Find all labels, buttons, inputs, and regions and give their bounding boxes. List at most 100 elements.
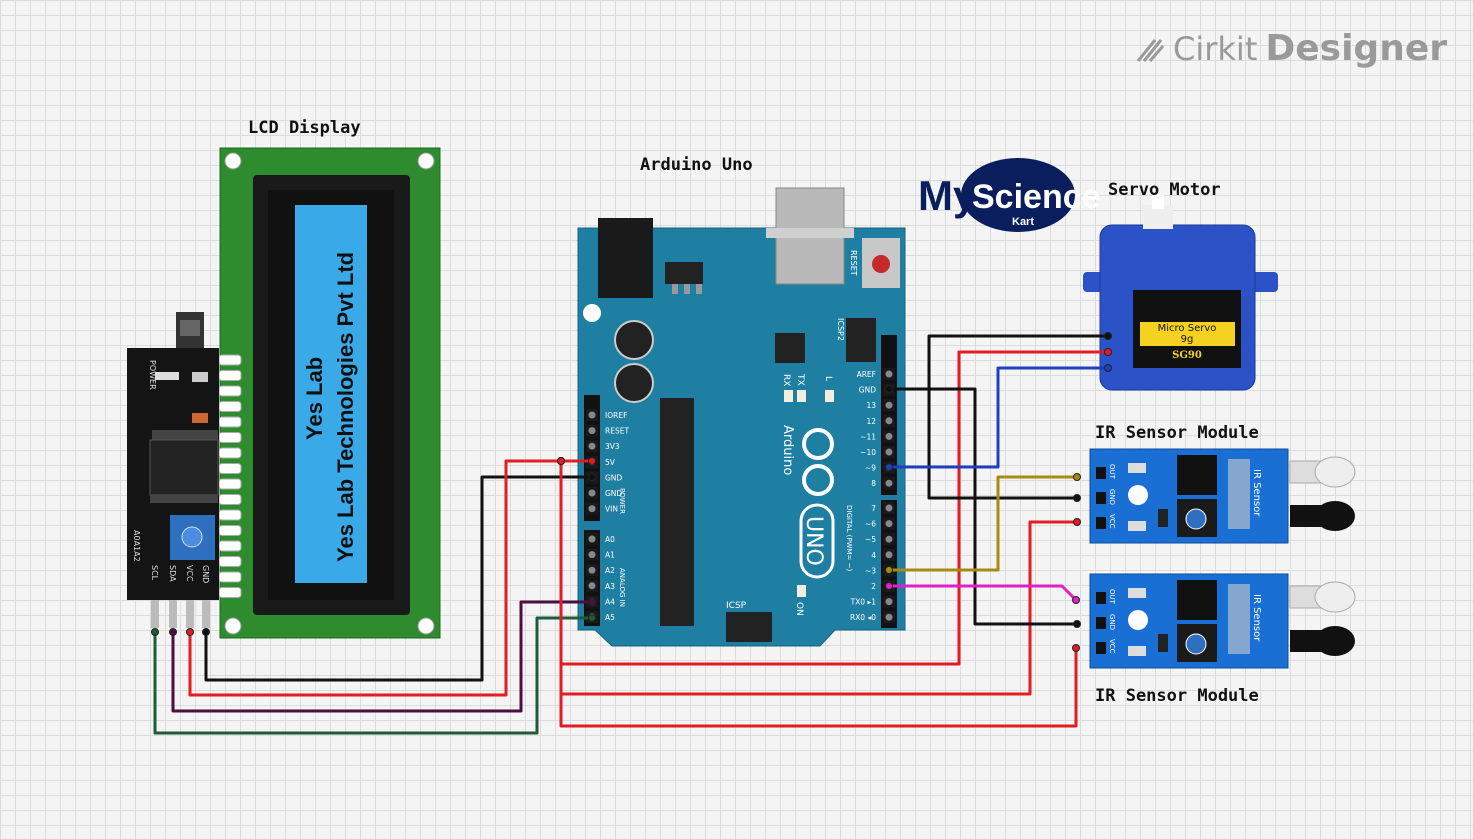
lcd-header-pin	[218, 416, 242, 428]
arduino-pin[interactable]	[885, 535, 893, 543]
lcd-screen-line2: Yes Lab Technologies Pvt Ltd	[333, 252, 358, 562]
wire-endpoint[interactable]	[588, 457, 596, 465]
lcd-display-label: LCD Display	[248, 118, 361, 138]
arduino-pin-label: A1	[605, 551, 615, 560]
arduino-pin[interactable]	[885, 448, 893, 456]
ir-pin[interactable]	[1096, 642, 1106, 654]
wire-endpoint[interactable]	[588, 614, 596, 622]
wire-endpoint[interactable]	[151, 628, 159, 636]
arduino-uno[interactable]: RESET ICSP2 ICSP RX TX L Arduino UNO ON …	[577, 187, 906, 647]
wire-endpoint[interactable]	[885, 385, 893, 393]
wire-endpoint[interactable]	[885, 566, 893, 574]
power-header-text: POWER	[618, 488, 626, 514]
icsp2-text: ICSP2	[836, 318, 845, 341]
ir-pin[interactable]	[1096, 492, 1106, 504]
arduino-pin-label: ~3	[865, 566, 876, 575]
logo-my-text: My	[918, 172, 977, 219]
arduino-pin-label: RESET	[605, 427, 629, 436]
wire-endpoint[interactable]	[1073, 494, 1081, 502]
wire-endpoint[interactable]	[1072, 596, 1080, 604]
ir-pin-label: VCC	[1108, 639, 1116, 654]
cirkit-designer-brand: Cirkit Designer	[1135, 28, 1447, 69]
arduino-pin[interactable]	[885, 551, 893, 559]
arduino-pin[interactable]	[588, 442, 596, 450]
arduino-pin[interactable]	[588, 566, 596, 574]
connection-wire[interactable]	[188, 459, 592, 697]
wire-endpoint[interactable]	[1072, 644, 1080, 652]
arduino-pin[interactable]	[588, 551, 596, 559]
arduino-pin[interactable]	[885, 520, 893, 528]
ir-pin-label: OUT	[1108, 589, 1116, 605]
wire-endpoint[interactable]	[1104, 364, 1112, 372]
arduino-pin-label: A0	[605, 535, 615, 544]
wire-endpoint[interactable]	[588, 598, 596, 606]
arduino-pin[interactable]	[588, 535, 596, 543]
reset-button	[872, 255, 890, 273]
wire-endpoint[interactable]	[202, 628, 210, 636]
arduino-pin-label: 12	[866, 417, 876, 426]
arduino-pin-label: A5	[605, 613, 615, 622]
arduino-pin[interactable]	[885, 417, 893, 425]
wire-endpoint[interactable]	[557, 457, 565, 465]
servo-label-line3: SG90	[1172, 350, 1202, 361]
lcd-header-pin	[218, 525, 242, 536]
wire-endpoint[interactable]	[186, 628, 194, 636]
ir-pin-label: GND	[1108, 489, 1116, 505]
ir-pin[interactable]	[1096, 467, 1106, 479]
lcd-header-pin	[218, 556, 242, 567]
arduino-pin-label: 2	[871, 582, 876, 591]
arduino-pin[interactable]	[885, 504, 893, 512]
wire-endpoint[interactable]	[1073, 473, 1081, 481]
wire-endpoint[interactable]	[885, 582, 893, 590]
wire-endpoint[interactable]	[1073, 620, 1081, 628]
connection-wire[interactable]	[889, 387, 1077, 626]
connection-wire[interactable]	[559, 461, 1078, 728]
ir-pin[interactable]	[1096, 617, 1106, 629]
i2c-pin[interactable]	[202, 600, 210, 628]
arduino-pin-label: ~10	[860, 448, 876, 457]
wire-endpoint[interactable]	[169, 628, 177, 636]
arduino-pin[interactable]	[588, 411, 596, 419]
wire-endpoint[interactable]	[1104, 332, 1112, 340]
i2c-pin[interactable]	[186, 600, 194, 628]
ir-pin[interactable]	[1096, 517, 1106, 529]
arduino-pin[interactable]	[588, 489, 596, 497]
arduino-pin[interactable]	[588, 582, 596, 590]
arduino-pin[interactable]	[885, 613, 893, 621]
arduino-pin[interactable]	[885, 401, 893, 409]
arduino-pin-label: ~9	[865, 464, 876, 473]
ir-pin[interactable]	[1096, 592, 1106, 604]
servo-motor[interactable]: Micro Servo 9g SG90	[1083, 195, 1278, 391]
i2c-pin-label: VCC	[185, 565, 194, 582]
i2c-pin[interactable]	[151, 600, 159, 628]
connection-wire[interactable]	[204, 475, 592, 682]
arduino-pin[interactable]	[885, 479, 893, 487]
arduino-pin[interactable]	[885, 432, 893, 440]
lcd-header-pin	[218, 463, 242, 474]
digital-header-text: DIGITAL (PWM= ~)	[845, 505, 853, 571]
wire-endpoint[interactable]	[588, 473, 596, 481]
wire-endpoint[interactable]	[1104, 348, 1112, 356]
arduino-pin[interactable]	[885, 370, 893, 378]
i2c-pin[interactable]	[169, 600, 177, 628]
on-led-text: ON	[794, 602, 804, 616]
wire-endpoint[interactable]	[1073, 518, 1081, 526]
arduino-pin[interactable]	[588, 505, 596, 513]
lcd-header-pin	[218, 385, 242, 397]
connection-wire[interactable]	[889, 475, 1077, 572]
connection-wire[interactable]	[889, 366, 1108, 469]
connection-wire[interactable]	[153, 616, 592, 735]
lcd-header-pin	[218, 571, 242, 583]
arduino-pin[interactable]	[885, 598, 893, 606]
arduino-pin[interactable]	[588, 427, 596, 435]
reset-text: RESET	[849, 250, 858, 276]
connection-wire[interactable]	[889, 584, 1078, 602]
connection-wire[interactable]	[889, 387, 1077, 500]
wire-endpoint[interactable]	[885, 463, 893, 471]
ir-sensor-module-2-label: IR Sensor Module	[1095, 686, 1259, 706]
lcd-display[interactable]: Yes Lab Yes Lab Technologies Pvt Ltd	[218, 147, 441, 639]
connection-wire[interactable]	[171, 600, 592, 713]
